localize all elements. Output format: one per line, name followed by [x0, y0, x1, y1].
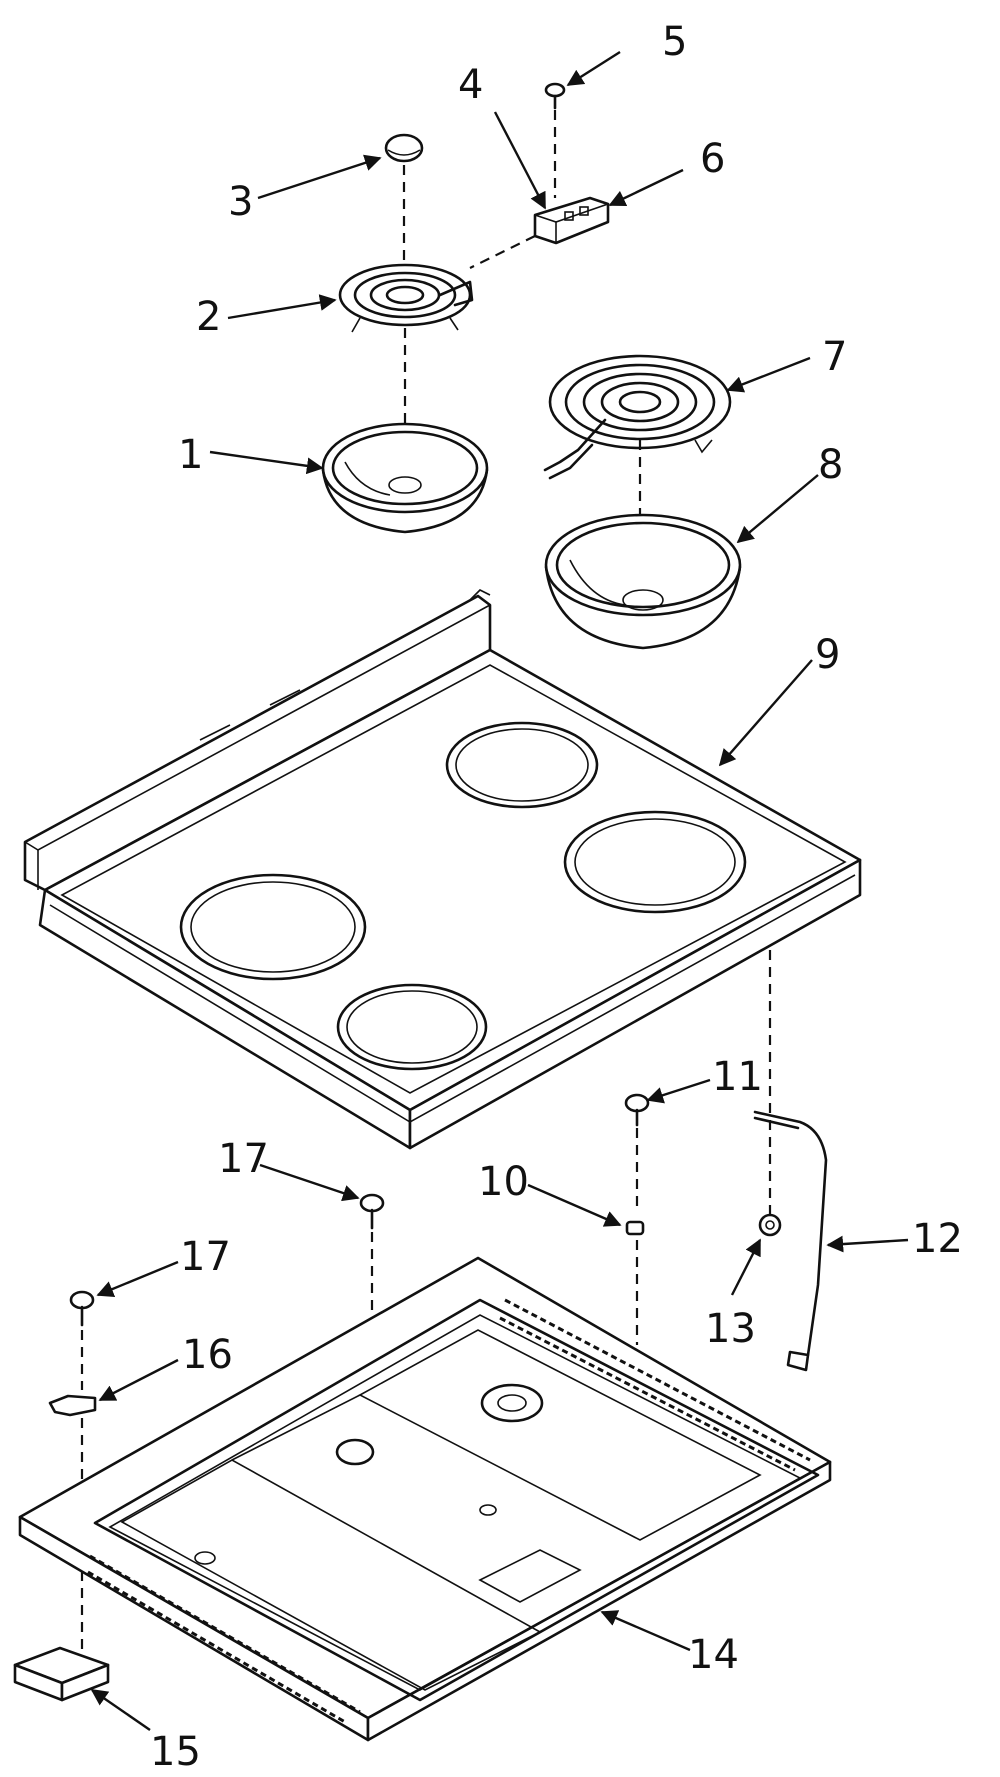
leader-lines	[90, 50, 909, 1731]
part-14-base	[18, 1256, 832, 1742]
part-12-wire	[753, 1110, 828, 1372]
callout-14: 14	[688, 1632, 739, 1678]
part-16-clip	[48, 1394, 97, 1417]
callout-9: 9	[815, 632, 840, 678]
callout-3: 3	[228, 179, 253, 225]
leader-10	[527, 1183, 622, 1227]
callout-12: 12	[912, 1216, 963, 1262]
part-17-screw-lower	[69, 1290, 95, 1327]
part-8-drip-pan	[544, 513, 742, 650]
part-4-alignment-line	[469, 235, 536, 269]
leader-17-lower	[96, 1260, 179, 1297]
part-17-screw-upper	[359, 1193, 385, 1230]
leader-4	[493, 111, 547, 210]
part-2-surface-element	[338, 263, 474, 333]
leader-8	[736, 474, 819, 544]
part-7-surface-element	[543, 354, 732, 480]
leader-2	[227, 294, 337, 320]
part-1-drip-pan	[321, 422, 489, 534]
leader-16	[98, 1358, 179, 1402]
leader-9	[718, 659, 813, 767]
callout-10: 10	[478, 1159, 529, 1205]
part-6-terminal-block	[533, 196, 610, 245]
callout-17-lower: 17	[180, 1234, 231, 1280]
callout-16: 16	[182, 1332, 233, 1378]
part-3-cap	[384, 133, 424, 163]
callout-11: 11	[712, 1054, 763, 1100]
part-9-cooktop	[23, 589, 862, 1150]
leader-17-upper	[259, 1163, 360, 1202]
callout-4: 4	[458, 62, 483, 108]
leader-7	[726, 356, 811, 393]
leader-1	[209, 450, 324, 475]
callout-13: 13	[705, 1306, 756, 1352]
leader-15	[90, 1689, 151, 1731]
leader-14	[600, 1610, 691, 1652]
callout-7: 7	[822, 334, 847, 380]
part-13-grommet	[758, 1213, 782, 1237]
callout-1: 1	[178, 432, 203, 478]
leader-13	[730, 1238, 762, 1296]
callout-17-upper: 17	[218, 1136, 269, 1182]
callout-6: 6	[700, 136, 725, 182]
callout-5: 5	[662, 19, 687, 65]
leader-6	[608, 168, 684, 207]
callout-8: 8	[818, 442, 843, 488]
leader-11	[646, 1078, 711, 1104]
callout-15: 15	[150, 1729, 201, 1775]
part-10-nut	[625, 1220, 645, 1236]
callout-2: 2	[196, 294, 221, 340]
leader-3	[257, 154, 382, 200]
part-11-screw	[624, 1093, 650, 1127]
part-15-cover-plate	[13, 1646, 110, 1702]
leader-12	[826, 1235, 909, 1253]
leader-5	[566, 50, 621, 87]
part-5-screw	[544, 82, 566, 110]
